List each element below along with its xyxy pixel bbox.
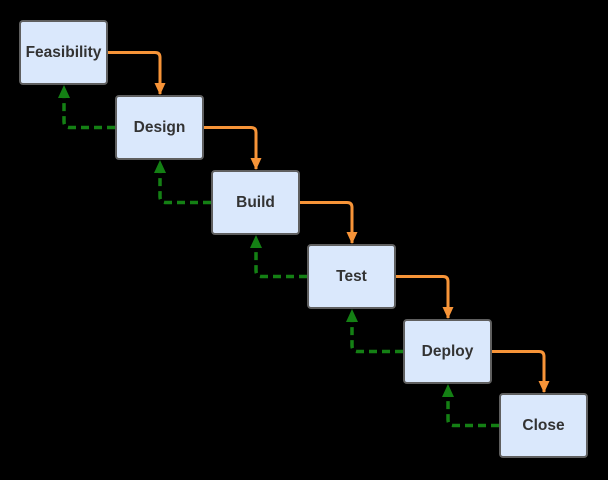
arrow-forward-feasibility-design	[108, 51, 166, 95]
arrow-backward-close-deploy	[442, 384, 499, 428]
arrow-backward-build-design	[154, 160, 211, 205]
node-label: Close	[522, 416, 565, 434]
arrow-forward-design-build	[204, 126, 262, 170]
node-build: Build	[211, 170, 300, 235]
node-label: Feasibility	[25, 43, 102, 61]
node-design: Design	[115, 95, 204, 160]
node-deploy: Deploy	[403, 319, 492, 384]
node-test: Test	[307, 244, 396, 309]
arrow-forward-deploy-close	[492, 350, 550, 393]
node-label: Deploy	[421, 342, 474, 360]
node-feasibility: Feasibility	[19, 20, 108, 85]
node-label: Build	[236, 193, 275, 211]
node-label: Test	[336, 267, 367, 285]
arrow-forward-test-deploy	[396, 275, 454, 319]
arrow-backward-test-build	[250, 235, 307, 279]
arrow-forward-build-test	[300, 201, 358, 244]
node-close: Close	[499, 393, 588, 458]
arrow-backward-design-feasibility	[58, 85, 115, 130]
arrow-backward-deploy-test	[346, 309, 403, 354]
node-label: Design	[133, 118, 186, 136]
